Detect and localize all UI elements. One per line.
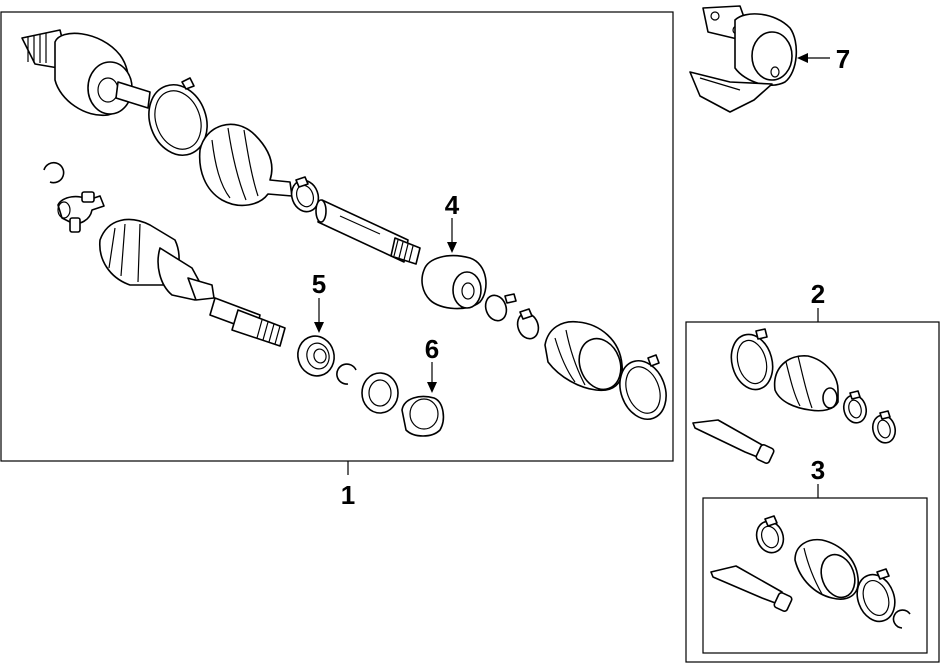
callout-7: 7 <box>836 44 850 74</box>
boot-clamp-small-inner-b <box>516 308 540 340</box>
boot-kit-frame-3 <box>702 497 928 654</box>
callout-1: 1 <box>341 480 355 510</box>
kit3-clamp-large <box>856 568 896 623</box>
seal-ring <box>361 372 399 414</box>
inner-shaft <box>209 297 286 347</box>
bearing <box>297 335 335 377</box>
callout-5: 5 <box>312 269 326 299</box>
center-bearing-bracket <box>421 254 487 310</box>
intermediate-shaft <box>315 199 421 265</box>
outer-boot <box>198 123 293 207</box>
main-assembly-frame <box>0 11 674 462</box>
arrowhead-6 <box>427 382 437 393</box>
kit2-clamp-small-a <box>842 390 868 424</box>
callout-2: 2 <box>811 279 825 309</box>
boot-kit-frame-2 <box>685 321 940 663</box>
kit2-clamp-small-b <box>871 410 897 444</box>
boot-clamp-large-inner <box>619 354 667 420</box>
callout-4: 4 <box>445 190 460 220</box>
callout-6: 6 <box>425 334 439 364</box>
boot-clamp-small-inner-a <box>484 293 517 322</box>
inner-boot <box>544 320 623 392</box>
outer-cv-joint <box>21 29 151 117</box>
kit3-clamp-small <box>755 515 785 554</box>
kit3-snap-ring <box>892 609 911 629</box>
retaining-ring <box>43 161 65 184</box>
kit2-boot <box>773 355 839 412</box>
dust-seal <box>401 395 445 437</box>
arrowhead-4 <box>447 242 457 253</box>
kit2-grease-tube <box>692 419 775 465</box>
arrowhead-7 <box>797 53 808 63</box>
boot-clamp-large-upper <box>148 77 208 156</box>
kit3-boot <box>794 538 859 600</box>
boot-clamp-small-upper <box>290 176 320 213</box>
callout-3: 3 <box>811 455 825 485</box>
kit2-clamp-large <box>730 328 774 391</box>
tripod-spider <box>57 191 105 233</box>
inner-cv-housing <box>99 218 215 301</box>
mounting-bracket-7 <box>689 5 798 113</box>
arrowhead-5 <box>314 322 324 333</box>
kit3-grease-tube <box>710 565 793 613</box>
snap-ring <box>336 363 357 385</box>
